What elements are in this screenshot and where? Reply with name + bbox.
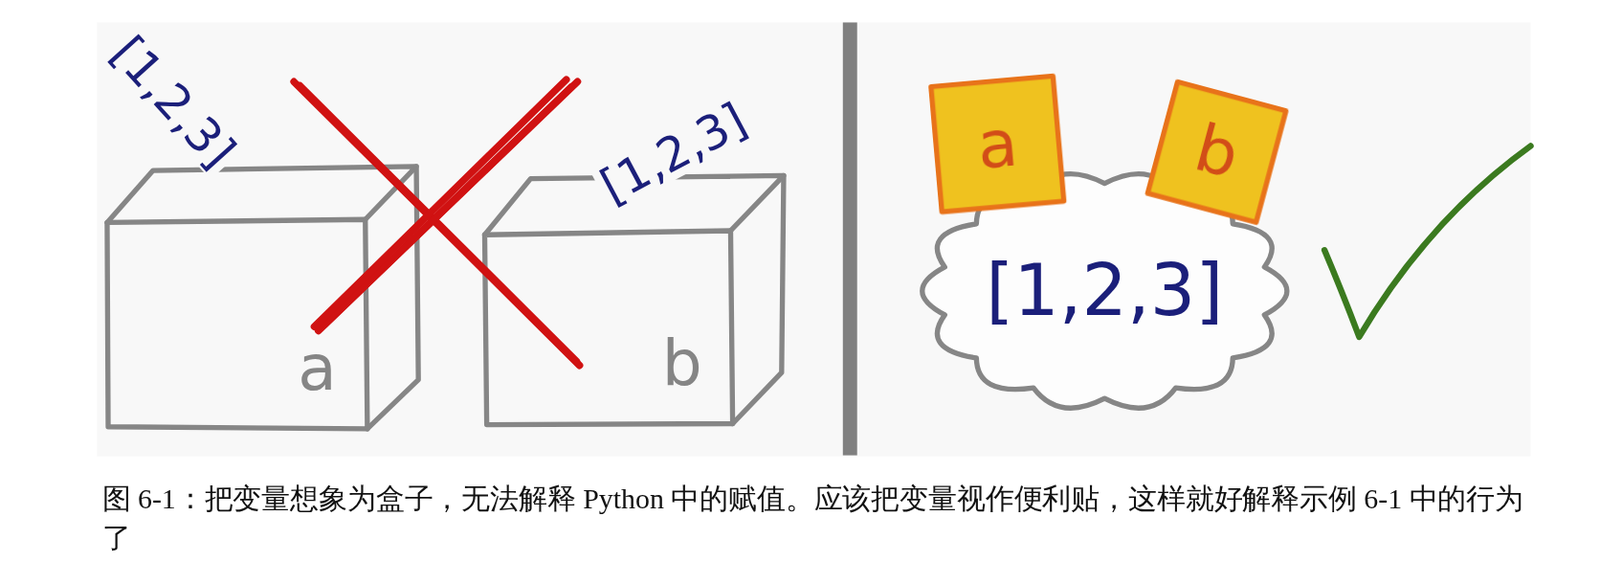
box-side <box>367 166 419 429</box>
figure-caption: 图 6-1：把变量想象为盒子，无法解释 Python 中的赋值。应该把变量视作便… <box>102 479 1532 557</box>
node-label: [1,2,3] <box>985 255 1223 328</box>
node-label: a <box>975 110 1022 179</box>
divider-bar <box>843 22 858 455</box>
box-top <box>107 166 417 223</box>
check-mark <box>1324 145 1531 336</box>
list-value-label: [1,2,3] <box>589 92 758 214</box>
red-cross <box>293 79 580 366</box>
cross-stroke <box>324 87 572 325</box>
box-front <box>485 230 734 425</box>
box-side <box>733 175 784 423</box>
node-label: a <box>297 336 337 400</box>
node-label: b <box>1188 114 1246 189</box>
variable-box: a <box>107 219 368 429</box>
sticky-note: a <box>928 73 1067 216</box>
cross-stroke <box>293 81 580 365</box>
cross-stroke <box>313 79 566 327</box>
cloud-shape <box>922 174 1288 409</box>
illustration-ground <box>96 22 1531 456</box>
cross-stroke <box>318 81 578 331</box>
list-value-label: [1,2,3] <box>100 24 247 180</box>
variable-box: b <box>485 232 734 423</box>
node-label: b <box>662 332 703 396</box>
